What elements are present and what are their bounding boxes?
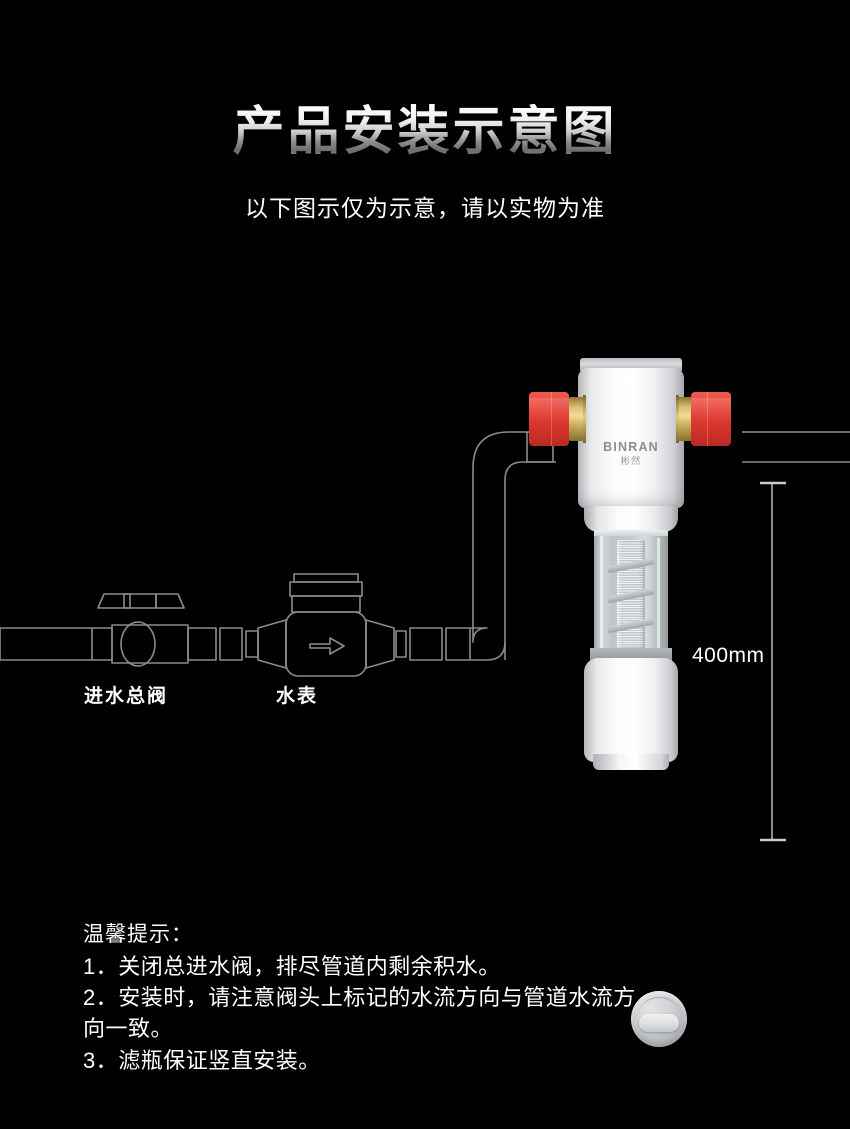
red-fitting-left-icon (529, 392, 569, 446)
product-illustration: BINRAN 彬然 (529, 358, 731, 1047)
main-valve-icon (91, 593, 243, 667)
drain-valve-housing (584, 658, 687, 1047)
note-item: 2．安装时，请注意阀头上标记的水流方向与管道水流方 向一致。 (83, 985, 636, 1042)
product-top-cap (580, 358, 682, 371)
drain-dial (631, 991, 687, 1047)
supply-pipe-left (0, 627, 92, 661)
page-title: 产品安装示意图 (0, 103, 850, 161)
page-subtitle: 以下图示仅为示意，请以实物为准 (245, 195, 605, 221)
label-water-meter: 水表 (276, 686, 319, 707)
plumbing-schematic (0, 431, 850, 677)
filter-transparent-bowl (594, 536, 668, 652)
drain-knob-icon (639, 1014, 679, 1032)
dimension-label: 400mm (692, 644, 765, 667)
note-item: 1．关闭总进水阀，排尽管道内剩余积水。 (83, 954, 501, 979)
product-valve-head (578, 368, 684, 508)
pipe-after-meter (395, 627, 471, 661)
drain-valve-foot (593, 754, 669, 770)
product-head-shoulder (584, 506, 678, 532)
note-item: 3．滤瓶保证竖直安装。 (83, 1047, 321, 1073)
red-fitting-right-icon (691, 392, 731, 446)
notes-section: 温馨提示： 1．关闭总进水阀，排尽管道内剩余积水。 2．安装时，请注意阀头上标记… (83, 918, 783, 1076)
label-main-valve: 进水总阀 (84, 686, 169, 707)
notes-title: 温馨提示： (83, 923, 193, 946)
outlet-pipe-right (742, 431, 850, 463)
riser-pipe (470, 431, 556, 661)
filter-bowl-collar (594, 530, 668, 538)
water-meter-icon (257, 573, 395, 677)
